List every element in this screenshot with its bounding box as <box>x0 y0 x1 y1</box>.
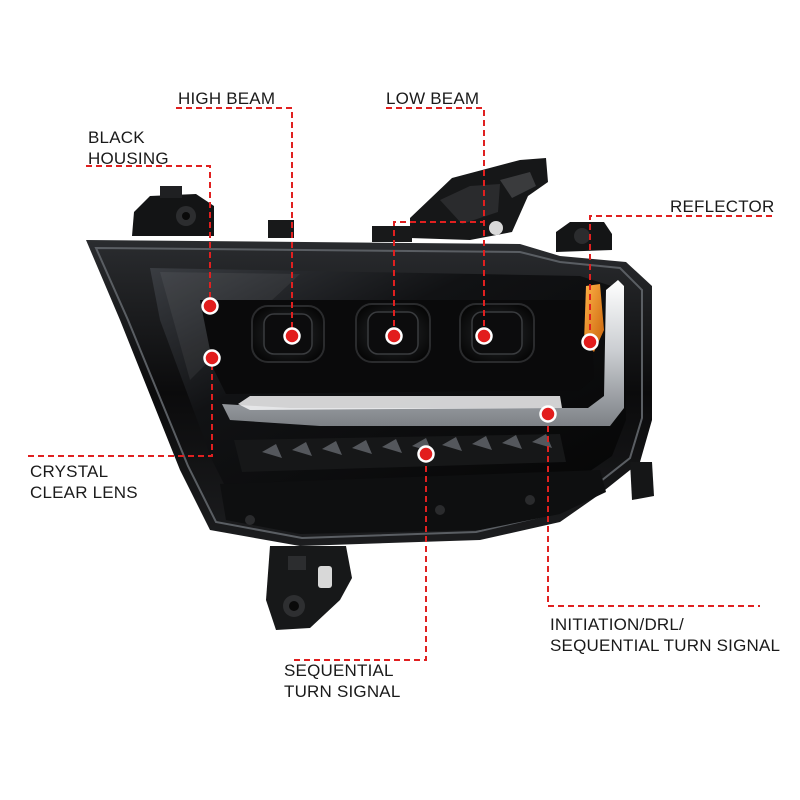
leader-line-high-beam <box>176 107 293 332</box>
label-black-housing: BLACK HOUSING <box>88 128 169 168</box>
marker-black-housing <box>201 297 219 315</box>
leader-line-crystal-clear-lens <box>28 360 213 457</box>
mounting-bracket-top <box>410 158 548 240</box>
label-initiation-drl: INITIATION/DRL/ SEQUENTIAL TURN SIGNAL <box>550 615 781 655</box>
marker-reflector <box>581 333 599 351</box>
leader-line-sequential-turn-signal <box>290 456 427 661</box>
label-high-beam: HIGH BEAM <box>178 89 276 108</box>
mounting-tab-right <box>630 462 654 500</box>
drl-light-bar <box>222 280 624 426</box>
leader-lines <box>28 107 772 661</box>
leader-line-low-beam <box>386 107 485 336</box>
lower-housing-lip <box>220 470 606 534</box>
label-reflector: REFLECTOR <box>670 197 775 216</box>
leader-line-low-beam-branch <box>393 221 484 336</box>
mounting-tab <box>268 220 294 238</box>
marker-sequential-turn-signal <box>417 445 435 463</box>
marker-low-beam-center <box>385 327 403 345</box>
label-sequential-turn-signal: SEQUENTIAL TURN SIGNAL <box>284 661 401 701</box>
leader-line-black-housing <box>86 165 211 306</box>
label-low-beam: LOW BEAM <box>386 89 480 108</box>
mounting-bracket-bottom <box>266 546 352 630</box>
marker-low-beam <box>475 327 493 345</box>
leader-line-reflector <box>589 215 772 340</box>
label-crystal-clear-lens: CRYSTAL CLEAR LENS <box>30 462 138 502</box>
third-projector <box>459 303 535 363</box>
markers <box>201 297 599 463</box>
marker-crystal-clear-lens <box>203 349 221 367</box>
leader-line-initiation-drl <box>547 416 760 607</box>
marker-high-beam <box>283 327 301 345</box>
mounting-tab <box>372 226 412 242</box>
mounting-tab-left <box>132 186 214 236</box>
drl-light-bar-upper <box>238 396 562 410</box>
connector-right <box>556 222 612 252</box>
marker-initiation-drl <box>539 405 557 423</box>
